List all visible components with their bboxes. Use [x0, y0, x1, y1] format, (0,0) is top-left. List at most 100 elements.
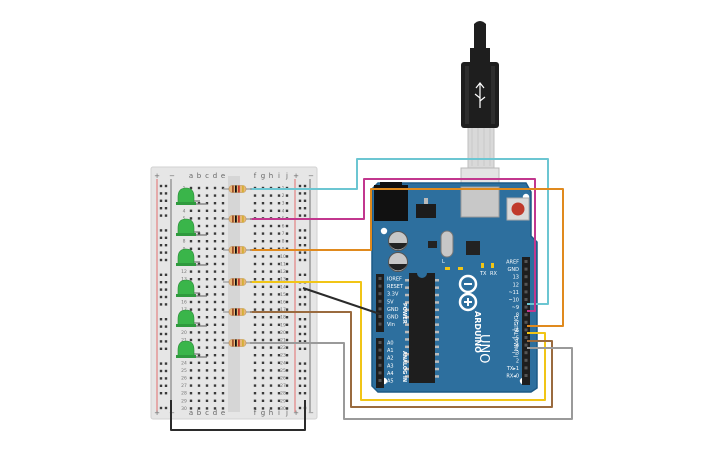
- breadboard-hole: [277, 285, 281, 288]
- power-pin: [378, 315, 382, 318]
- rail-hole: [303, 244, 307, 247]
- breadboard-hole: [285, 316, 289, 319]
- breadboard-hole: [269, 247, 273, 250]
- row-number: 10: [280, 254, 286, 260]
- breadboard-hole: [197, 232, 201, 235]
- power-header: [376, 274, 384, 332]
- breadboard-hole: [205, 186, 209, 190]
- breadboard-hole: [253, 384, 257, 387]
- breadboard-hole: [269, 376, 273, 380]
- analog-pin-label: A3: [387, 363, 394, 369]
- rail-hole: [303, 325, 307, 328]
- breadboard-hole: [221, 186, 225, 190]
- resistor: [223, 339, 252, 347]
- analog-header-label: ANALOG IN: [401, 351, 407, 382]
- rail-hole: [303, 229, 307, 232]
- breadboard-hole: [205, 369, 209, 372]
- column-label: g: [261, 409, 265, 417]
- row-number: 27: [280, 383, 286, 389]
- column-label: h: [269, 409, 273, 417]
- breadboard-hole: [213, 399, 217, 402]
- breadboard-hole: [197, 217, 201, 220]
- breadboard-hole: [205, 392, 209, 395]
- breadboard-hole: [221, 369, 225, 372]
- breadboard-hole: [213, 202, 217, 205]
- breadboard-hole: [189, 247, 193, 250]
- led-label-tx: TX: [479, 271, 487, 277]
- breadboard-hole: [285, 240, 289, 243]
- analog-pin: [378, 356, 382, 360]
- breadboard-hole: [253, 247, 257, 250]
- breadboard: abcdefghij+−+−abcdefghij+−+−112233445566…: [150, 166, 318, 420]
- breadboard-hole: [197, 278, 201, 281]
- digital-pin-label: 12: [513, 282, 519, 288]
- breadboard-hole: [189, 186, 193, 190]
- breadboard-hole: [269, 255, 273, 258]
- column-label: e: [221, 172, 225, 180]
- rail-hole: [303, 184, 307, 188]
- breadboard-hole: [221, 331, 225, 334]
- breadboard-hole: [221, 209, 225, 212]
- rail-hole: [164, 340, 168, 343]
- rail-hole: [164, 406, 168, 410]
- breadboard-hole: [213, 300, 217, 304]
- column-label: e: [221, 409, 225, 417]
- rail-hole: [164, 214, 168, 217]
- breadboard-hole: [221, 338, 225, 342]
- digital-pin-label: ~11: [508, 290, 519, 296]
- rail-hole: [159, 332, 163, 336]
- rail-hole: [298, 377, 302, 380]
- power-header-label: POWER: [401, 303, 407, 324]
- breadboard-hole: [213, 369, 217, 372]
- breadboard-hole: [285, 376, 289, 380]
- row-number: 29: [280, 398, 286, 404]
- row-number: 16: [181, 300, 187, 306]
- wires: [170, 158, 573, 431]
- rail-hole: [303, 377, 307, 380]
- rail-hole: [159, 184, 163, 188]
- breadboard-hole: [269, 240, 273, 243]
- digital-pin: [524, 305, 528, 309]
- breadboard-hole: [213, 407, 217, 410]
- pin-labels: AREFGND1312~11~10~987~6~54~32TX▸1RX◂0IOR…: [387, 260, 519, 385]
- breadboard-hole: [269, 361, 273, 364]
- breadboard-hole: [205, 270, 209, 273]
- breadboard-hole: [213, 338, 217, 342]
- rail-hole: [164, 325, 168, 328]
- rail-hole: [159, 384, 163, 387]
- breadboard-hole: [221, 262, 225, 266]
- breadboard-hole: [261, 346, 265, 349]
- digital-pin-label: ~10: [508, 298, 519, 304]
- digital-pin-label: 13: [513, 275, 519, 281]
- rail-hole: [303, 207, 307, 210]
- rail-hole: [164, 332, 168, 336]
- rail-hole: [159, 318, 163, 321]
- row-number: 18: [280, 315, 286, 321]
- row-number: 23: [280, 353, 286, 359]
- analog-pin: [378, 363, 382, 367]
- rail-hole: [159, 340, 163, 343]
- breadboard-hole: [261, 331, 265, 334]
- rail-hole: [164, 199, 168, 202]
- breadboard-hole: [205, 194, 209, 197]
- rail-hole: [159, 207, 163, 210]
- power-pin-label: 3.3V: [387, 292, 399, 298]
- breadboard-hole: [277, 209, 281, 212]
- digital-pin: [524, 298, 528, 301]
- breadboard-hole: [285, 392, 289, 395]
- digital-pin: [524, 358, 528, 362]
- breadboard-hole: [213, 232, 217, 235]
- rail-plus-label: +: [154, 172, 160, 180]
- rail-hole: [298, 340, 302, 343]
- breadboard-hole: [269, 262, 273, 266]
- breadboard-hole: [277, 224, 281, 228]
- breadboard-hole: [285, 361, 289, 364]
- analog-pin-label: A0: [387, 341, 394, 347]
- row-number: 21: [280, 338, 286, 344]
- breadboard-hole: [197, 369, 201, 372]
- digital-pin-label: AREF: [506, 260, 519, 266]
- breadboard-hole: [261, 262, 265, 266]
- rail-hole: [298, 258, 302, 262]
- breadboard-hole: [253, 376, 257, 380]
- breadboard-hole: [261, 308, 265, 311]
